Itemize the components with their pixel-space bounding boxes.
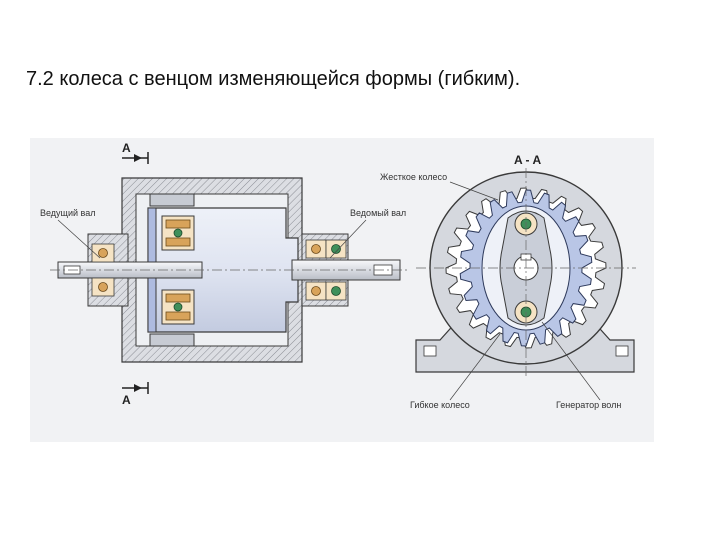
wave-generator-leader — [541, 321, 601, 401]
right-shaft-bearings — [305, 239, 347, 301]
section-mark-bottom: A — [122, 393, 131, 407]
flexible-wheel-label: Гибкое колесо — [410, 400, 470, 410]
slide-title: 7.2 колеса с венцом изменяющейся формы (… — [26, 68, 521, 90]
section-title: A - A — [514, 153, 541, 167]
rigid-wheel-label: Жесткое колесо — [380, 172, 447, 182]
generator-bearing-bottom — [161, 289, 195, 325]
section-line-top: A — [122, 141, 149, 164]
section-line-bottom: A — [122, 382, 149, 407]
driving-shaft-label: Ведущий вал — [40, 208, 95, 218]
left-shaft-bearings — [91, 243, 115, 297]
driving-shaft-leader — [57, 219, 101, 259]
wave-gear-figure: A A — [30, 138, 654, 442]
rigid-ring-top — [149, 193, 195, 207]
driven-shaft-label: Ведомый вал — [350, 208, 406, 218]
rigid-ring-bottom — [149, 333, 195, 347]
wave-generator-label: Генератор волн — [556, 400, 621, 410]
flexible-wheel-leader — [449, 333, 501, 401]
cross-section: A - A — [380, 153, 636, 410]
section-mark-top: A — [122, 141, 131, 155]
generator-bearing-top — [161, 215, 195, 251]
wave-gear-diagram: A A — [40, 141, 636, 410]
driven-shaft-leader — [329, 219, 367, 259]
rigid-wheel-leader — [449, 181, 499, 201]
longitudinal-section: A A — [40, 141, 410, 407]
